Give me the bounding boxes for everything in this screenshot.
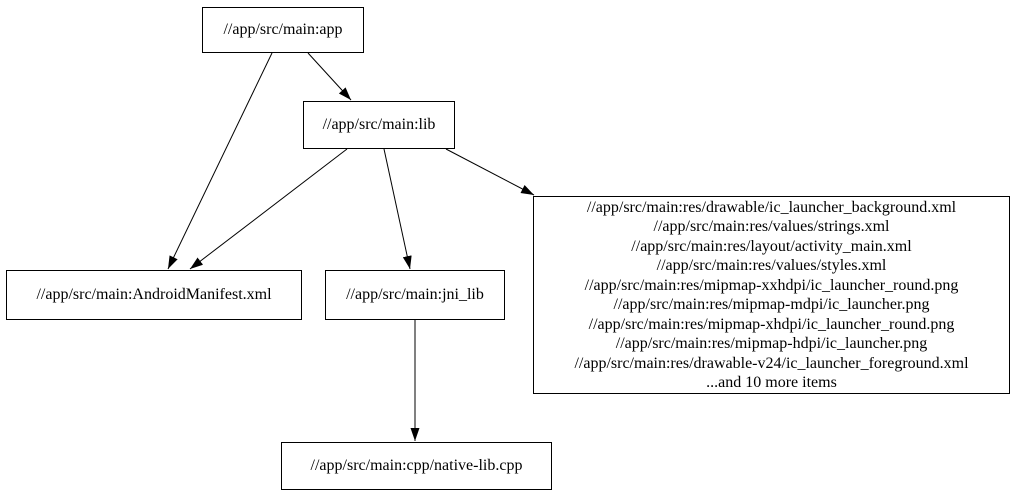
node-android-manifest: //app/src/main:AndroidManifest.xml: [6, 270, 302, 320]
edge-lib-to-manifest: [189, 148, 348, 270]
edge-lib-to-jni-lib: [383, 148, 412, 270]
node-native-lib-cpp: //app/src/main:cpp/native-lib.cpp: [281, 442, 552, 490]
edge-lib-to-res-group: [445, 148, 535, 196]
node-res-file-group: //app/src/main:res/drawable/ic_launcher_…: [533, 196, 1010, 394]
node-lib: //app/src/main:lib: [303, 101, 455, 149]
edge-app-to-lib: [307, 52, 352, 101]
edge-app-to-manifest: [167, 52, 273, 270]
node-jni-lib: //app/src/main:jni_lib: [325, 270, 505, 320]
node-app: //app/src/main:app: [202, 7, 364, 53]
